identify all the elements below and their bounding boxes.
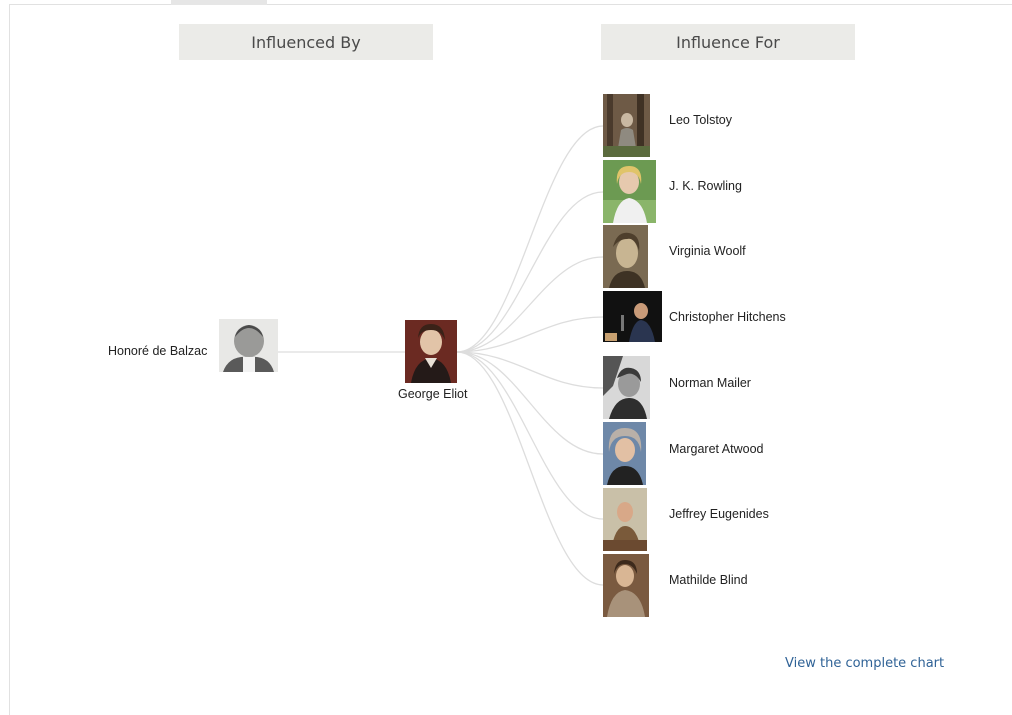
influence-for-header: Influence For <box>601 24 855 60</box>
node-label-christopher-hitchens[interactable]: Christopher Hitchens <box>669 310 786 324</box>
portrait-christopher-hitchens-image <box>603 291 662 342</box>
view-complete-chart-link[interactable]: View the complete chart <box>785 656 945 671</box>
portrait-balzac-image <box>219 319 278 372</box>
node-label-jk-rowling[interactable]: J. K. Rowling <box>669 179 742 193</box>
content-panel <box>9 4 1012 715</box>
node-label-jeffrey-eugenides[interactable]: Jeffrey Eugenides <box>669 507 769 521</box>
influenced-by-header: Influenced By <box>179 24 433 60</box>
node-label-norman-mailer[interactable]: Norman Mailer <box>669 376 751 390</box>
portrait-jk-rowling[interactable] <box>603 160 656 223</box>
portrait-jk-rowling-image <box>603 160 656 223</box>
portrait-margaret-atwood-image <box>603 422 646 485</box>
portrait-margaret-atwood[interactable] <box>603 422 646 485</box>
edge-eliot-mathilde-blind <box>456 351 604 586</box>
portrait-balzac[interactable] <box>219 319 278 372</box>
edge-eliot-christopher-hitchens <box>456 316 604 353</box>
node-label-margaret-atwood[interactable]: Margaret Atwood <box>669 442 764 456</box>
node-label-mathilde-blind[interactable]: Mathilde Blind <box>669 573 748 587</box>
portrait-virginia-woolf[interactable] <box>603 225 648 288</box>
influence-for-edges <box>456 125 604 586</box>
portrait-virginia-woolf-image <box>603 225 648 288</box>
edge-eliot-norman-mailer <box>456 351 604 389</box>
node-label-leo-tolstoy[interactable]: Leo Tolstoy <box>669 113 733 127</box>
edge-eliot-virginia-woolf <box>456 256 604 353</box>
portrait-mathilde-blind-image <box>603 554 649 617</box>
node-label-balzac[interactable]: Honoré de Balzac <box>108 344 208 358</box>
edge-eliot-j-k-rowling <box>456 191 604 353</box>
portrait-jeffrey-eugenides[interactable] <box>603 488 647 551</box>
portrait-christopher-hitchens[interactable] <box>603 291 662 342</box>
portrait-mathilde-blind[interactable] <box>603 554 649 617</box>
edge-eliot-margaret-atwood <box>456 351 604 455</box>
node-label-virginia-woolf[interactable]: Virginia Woolf <box>669 244 746 258</box>
portrait-norman-mailer-image <box>603 356 650 419</box>
portrait-jeffrey-eugenides-image <box>603 488 647 551</box>
portrait-norman-mailer[interactable] <box>603 356 650 419</box>
portrait-george-eliot-image <box>405 320 457 383</box>
portrait-leo-tolstoy-image <box>603 94 650 157</box>
edge-eliot-leo-tolstoy <box>456 125 604 353</box>
node-label-george-eliot[interactable]: George Eliot <box>398 387 468 401</box>
edge-eliot-jeffrey-eugenides <box>456 351 604 520</box>
portrait-george-eliot[interactable] <box>405 320 457 383</box>
active-tab-indicator <box>171 0 267 5</box>
portrait-leo-tolstoy[interactable] <box>603 94 650 157</box>
